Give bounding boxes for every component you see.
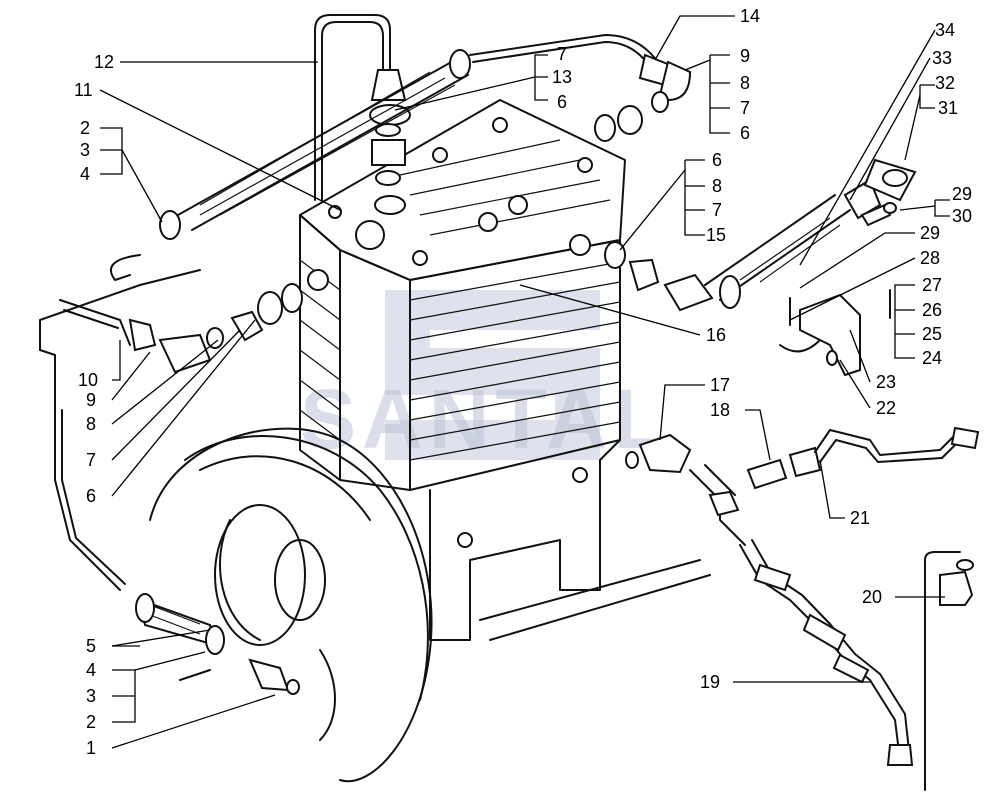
label-32: 32 [935,73,955,93]
label-15: 15 [706,225,726,245]
label-10: 10 [78,370,98,390]
label-7-mid: 7 [712,200,722,220]
label-25: 25 [922,324,942,344]
label-6-left: 6 [86,486,96,506]
label-8-left: 8 [86,414,96,434]
label-22: 22 [876,398,896,418]
label-9-left: 9 [86,390,96,410]
watermark: SANTAL [300,290,670,466]
label-1: 1 [86,738,96,758]
label-14: 14 [740,6,760,26]
label-5: 5 [86,636,96,656]
label-9-right: 9 [740,46,750,66]
label-4-lower: 4 [86,660,96,680]
label-13: 13 [552,67,572,87]
pipework-drawing [39,14,980,791]
label-26: 26 [922,300,942,320]
label-7-left: 7 [86,450,96,470]
label-6-right: 6 [740,123,750,143]
label-21: 21 [850,508,870,528]
label-24: 24 [922,348,942,368]
label-34: 34 [935,20,955,40]
label-11: 11 [74,80,93,100]
label-8-right: 8 [740,73,750,93]
watermark-text: SANTAL [300,372,670,466]
label-17: 17 [710,375,730,395]
label-3-lower: 3 [86,686,96,706]
label-7-right: 7 [740,98,750,118]
label-6-mid: 6 [712,150,722,170]
label-29-top: 29 [952,184,972,204]
label-19: 19 [700,672,720,692]
label-4-upper: 4 [80,164,90,184]
label-2-upper: 2 [80,118,90,138]
label-16: 16 [706,325,726,345]
label-12: 12 [94,52,114,72]
label-18: 18 [710,400,730,420]
label-2-lower: 2 [86,712,96,732]
label-28: 28 [920,248,940,268]
label-7-top: 7 [557,44,567,64]
part-labels: 1 2 3 4 5 6 7 8 9 10 11 12 2 3 4 14 7 13… [74,6,972,758]
label-23: 23 [876,372,896,392]
label-6-top: 6 [557,92,567,112]
pulley-drawing [149,427,433,783]
label-31: 31 [938,98,958,118]
label-27: 27 [922,275,942,295]
label-3-upper: 3 [80,140,90,160]
label-8-mid: 8 [712,176,722,196]
leader-lines [99,15,950,749]
compressor-body-drawing [299,99,711,641]
label-33: 33 [932,48,952,68]
label-29-mid: 29 [920,223,940,243]
label-20: 20 [862,587,882,607]
label-30: 30 [952,206,972,226]
